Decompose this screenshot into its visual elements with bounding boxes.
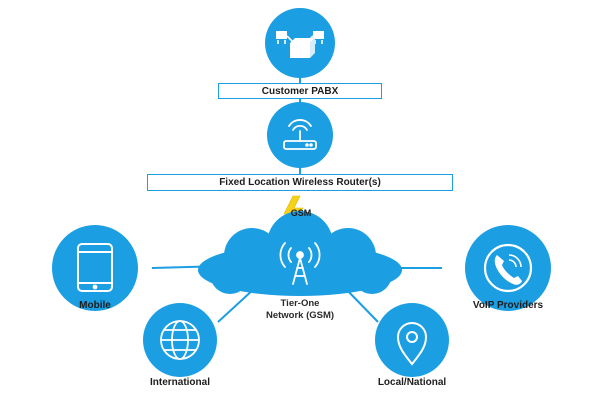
pabx-icon <box>276 31 324 58</box>
location-pin-icon <box>396 322 428 366</box>
connector-international-network <box>217 287 256 323</box>
wifi-router-icon <box>283 119 317 150</box>
local-node <box>375 303 449 377</box>
network-cloud <box>198 211 402 296</box>
network-label: Tier-One Network (GSM) <box>265 298 335 321</box>
router-node <box>267 102 333 168</box>
mobile-node <box>52 225 138 311</box>
connector-local-network <box>344 287 379 323</box>
international-node <box>143 303 217 377</box>
mobile-label: Mobile <box>79 300 111 311</box>
local-label: Local/National <box>377 377 447 388</box>
phone-icon <box>483 243 533 293</box>
router-label: Fixed Location Wireless Router(s) <box>147 174 453 191</box>
international-label: International <box>149 377 210 388</box>
pabx-label: Customer PABX <box>218 83 382 99</box>
voip-label: VoIP Providers <box>472 300 544 311</box>
smartphone-icon <box>77 243 113 292</box>
cell-tower-icon <box>279 242 321 285</box>
pabx-node <box>265 8 335 78</box>
gsm-label: GSM <box>290 208 312 218</box>
voip-node <box>465 225 551 311</box>
globe-icon <box>160 320 200 360</box>
